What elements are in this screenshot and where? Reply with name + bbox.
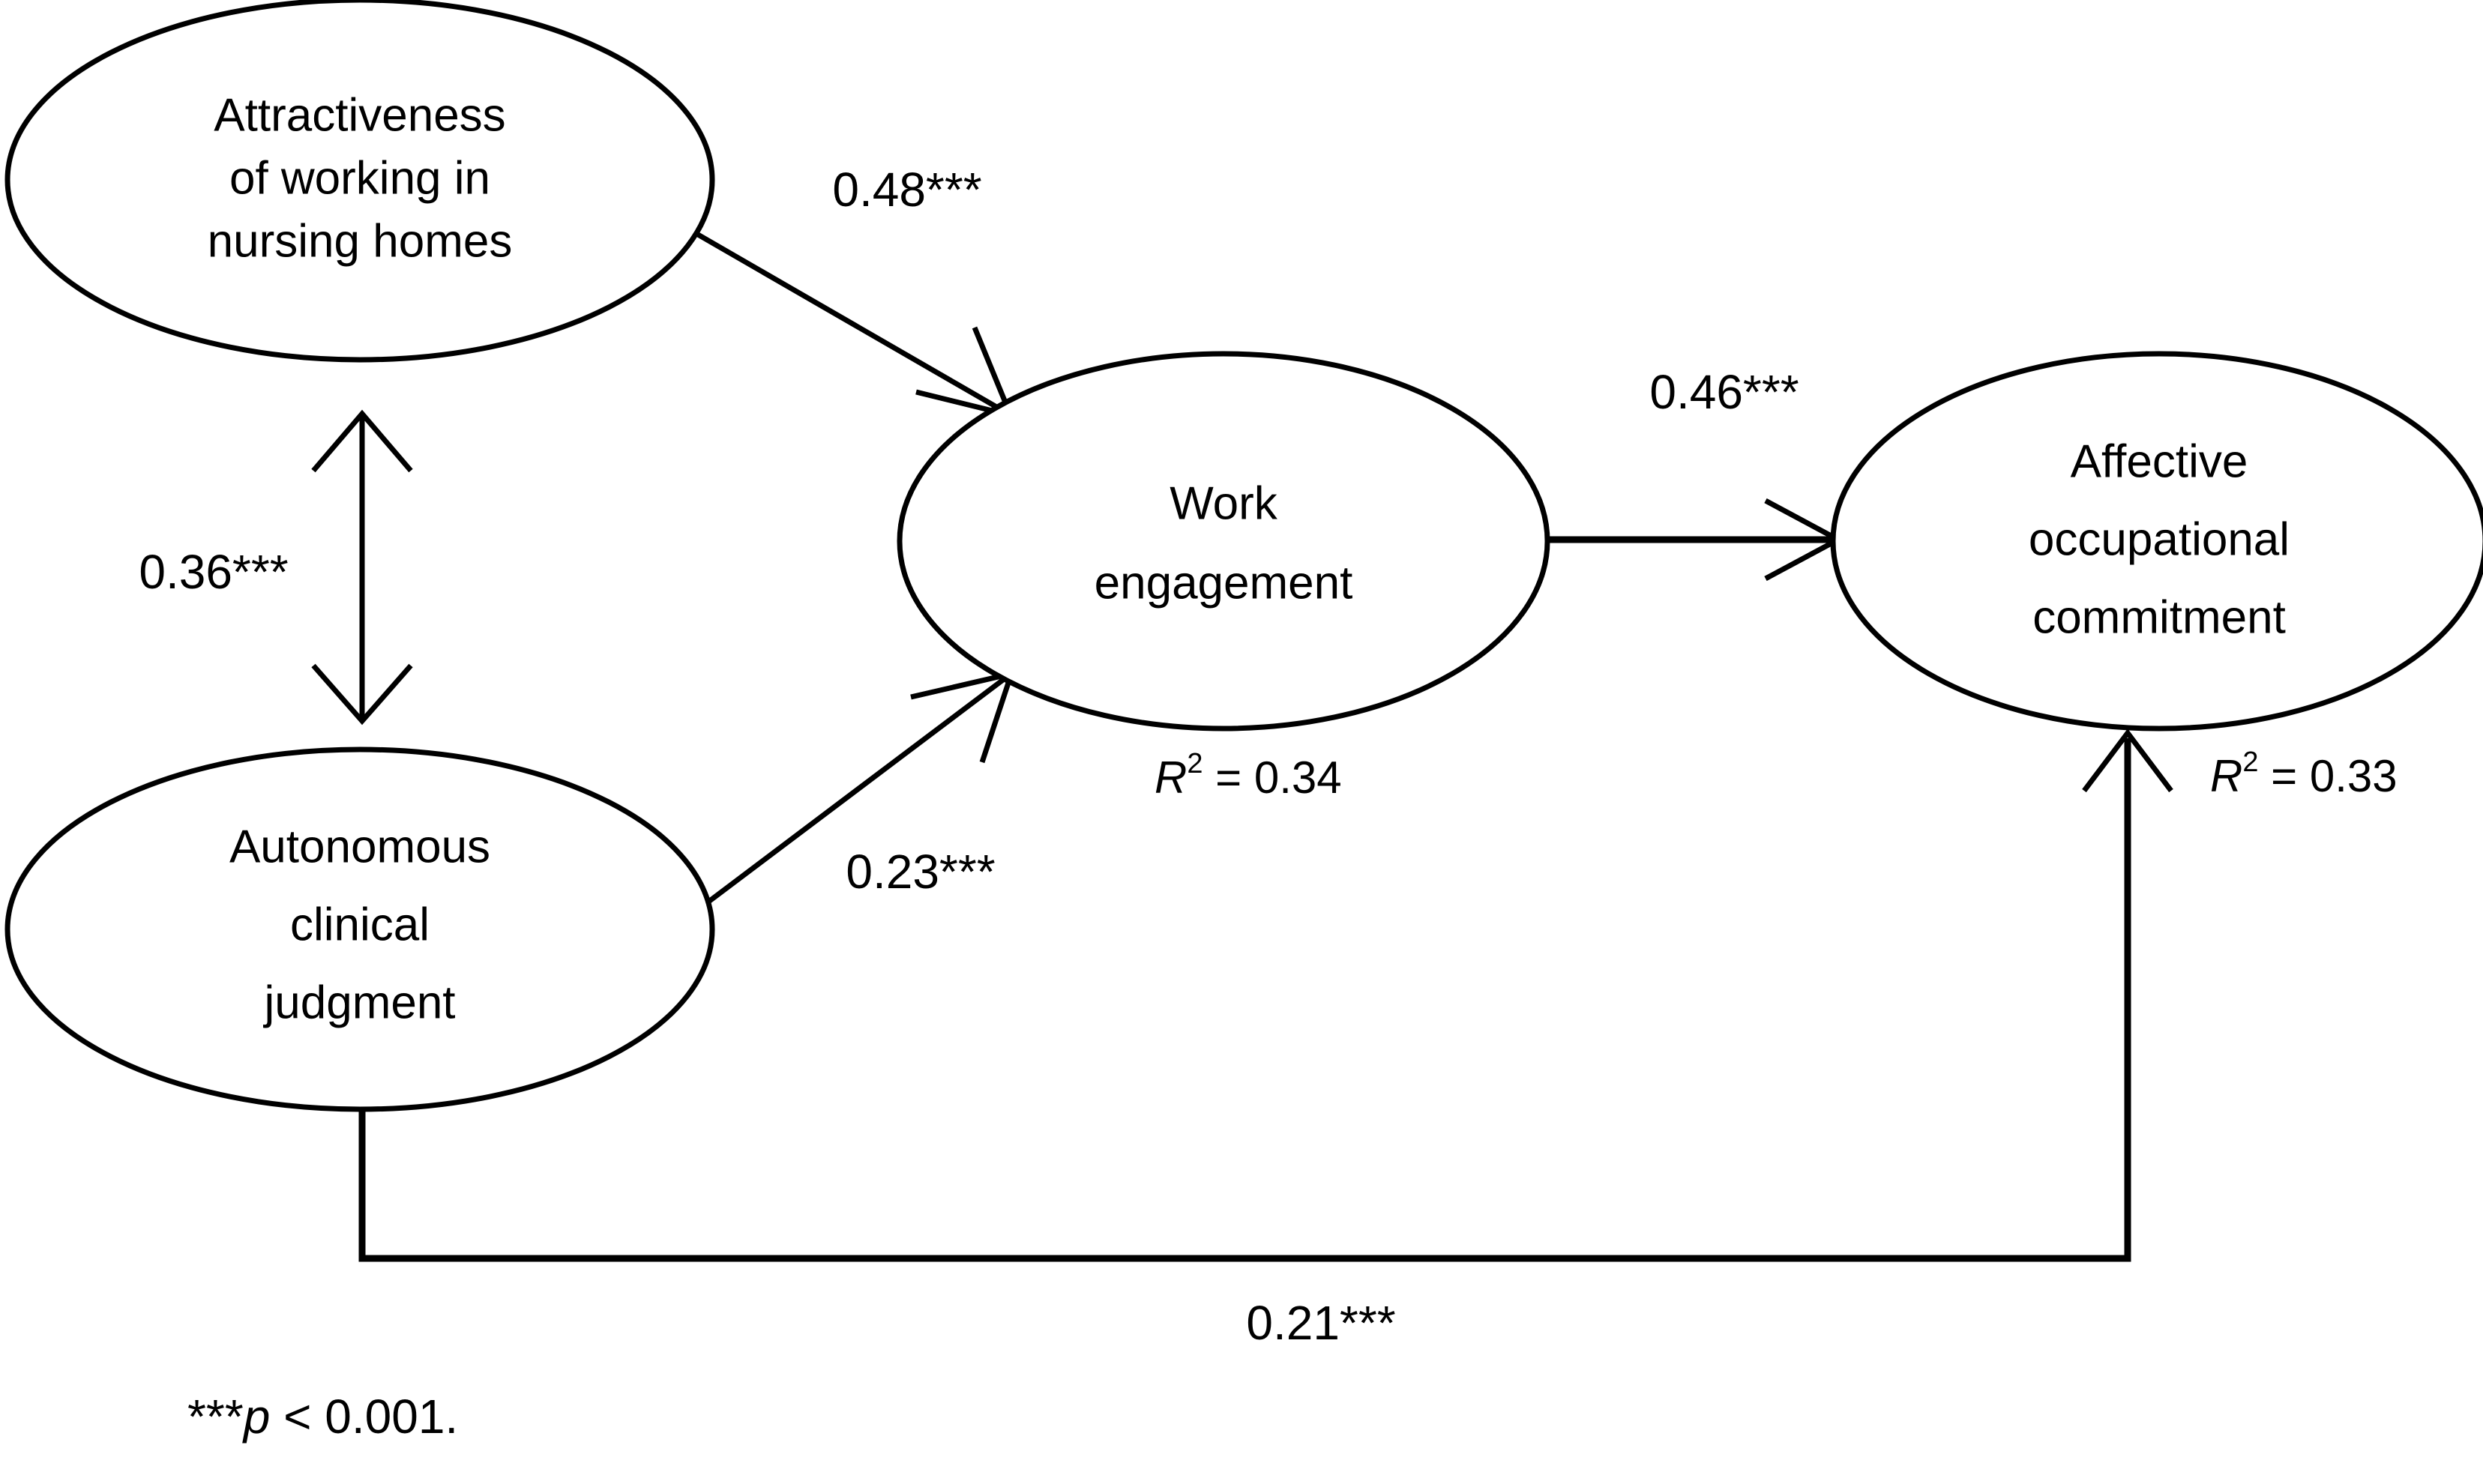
r-squared-work-engagement: R2 = 0.34: [1155, 748, 1342, 803]
node-autonomous-label-line1: Autonomous: [229, 821, 490, 872]
node-work-engagement-label-line2: engagement: [1095, 557, 1353, 609]
edge-label-attractiveness-autonomous-covariance: 0.36***: [139, 545, 288, 599]
node-autonomous-clinical-judgment[interactable]: Autonomous clinical judgment: [4, 746, 715, 1112]
r-squared-value-engagement: 0.34: [1254, 752, 1342, 803]
r-squared-value-commitment: 0.33: [2310, 751, 2398, 801]
node-affective-commitment-ellipse[interactable]: [1830, 351, 2483, 732]
edge-autonomous-to-commitment: [358, 729, 2173, 1262]
r-squared-symbol-commitment: R: [2210, 751, 2242, 801]
r-squared-exponent-engagement: 2: [1187, 748, 1203, 779]
node-autonomous-ellipse[interactable]: [4, 746, 715, 1112]
r-squared-affective-commitment: R2 = 0.33: [2210, 746, 2398, 801]
edge-label-autonomous-to-engagement: 0.23***: [846, 845, 995, 899]
r-squared-symbol-engagement: R: [1155, 752, 1187, 803]
edge-engagement-to-commitment: [1547, 498, 1844, 582]
node-attractiveness-label-line3: nursing homes: [208, 215, 513, 267]
edge-attractiveness-to-engagement: [682, 223, 1015, 420]
r-squared-exponent-commitment: 2: [2242, 746, 2258, 778]
node-autonomous-label-line2: clinical: [290, 899, 430, 950]
node-attractiveness-label-line1: Attractiveness: [214, 89, 505, 141]
node-attractiveness-ellipse[interactable]: [4, 0, 715, 363]
node-affective-commitment-label-line1: Affective: [2071, 435, 2248, 487]
node-work-engagement-label-line1: Work: [1170, 477, 1278, 529]
node-work-engagement[interactable]: Work engagement: [897, 351, 1550, 732]
footnote-stars: ***: [187, 1390, 244, 1444]
footnote-p-symbol: p: [242, 1390, 271, 1444]
node-attractiveness-label-line2: of working in: [229, 152, 490, 204]
edge-label-autonomous-to-commitment: 0.21***: [1246, 1296, 1395, 1350]
footnote-rest: < 0.001.: [270, 1390, 458, 1444]
node-work-engagement-ellipse[interactable]: [897, 351, 1550, 732]
node-attractiveness[interactable]: Attractiveness of working in nursing hom…: [4, 0, 715, 363]
node-affective-commitment-label-line2: occupational: [2029, 513, 2290, 565]
edge-attractiveness-autonomous-covariance: [311, 409, 413, 726]
r-squared-equals-commitment: =: [2258, 751, 2309, 801]
edge-label-attractiveness-to-engagement: 0.48***: [832, 163, 981, 217]
node-affective-commitment-label-line3: commitment: [2032, 591, 2286, 643]
significance-footnote: ***p < 0.001.: [187, 1390, 458, 1444]
r-squared-equals-engagement: =: [1203, 752, 1253, 803]
node-affective-occupational-commitment[interactable]: Affective occupational commitment: [1830, 351, 2483, 732]
node-autonomous-label-line3: judgment: [262, 977, 455, 1028]
edge-label-engagement-to-commitment: 0.46***: [1649, 365, 1799, 419]
